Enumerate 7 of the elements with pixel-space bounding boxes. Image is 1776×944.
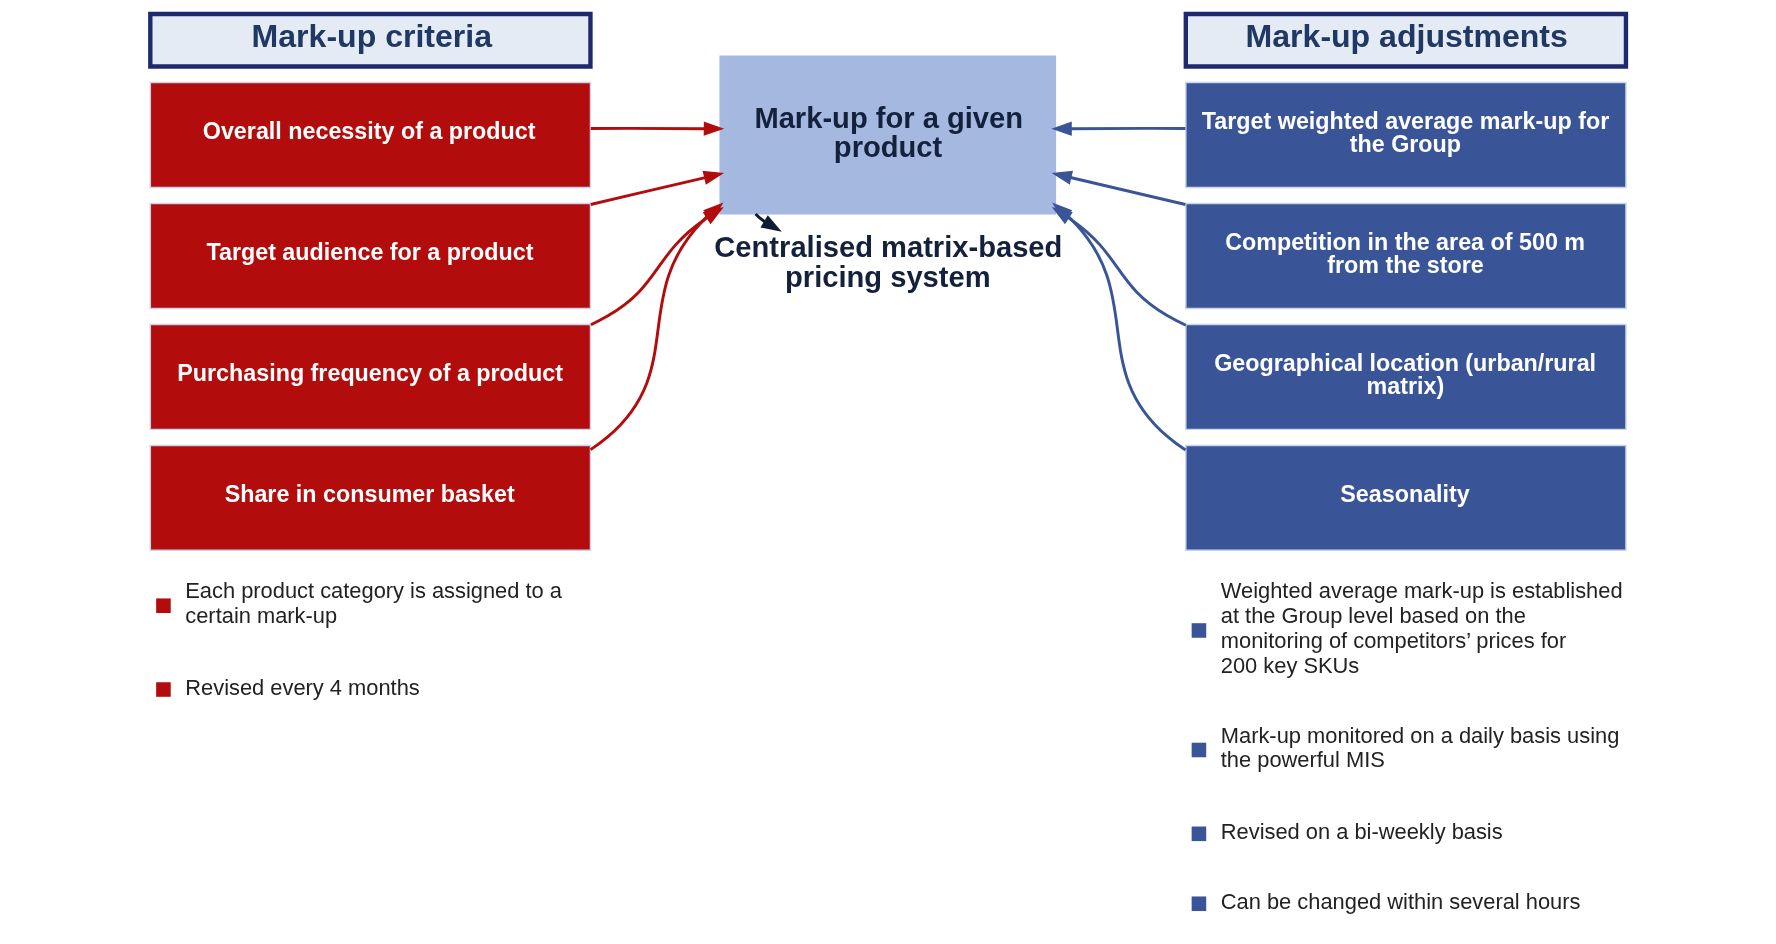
label: Revised on a bi-weekly basis	[1220, 818, 1503, 844]
label: Weighted average mark-up is established at the Group level based on the monitoring of competitors’ prices for 200 key SKUs	[1220, 578, 1623, 678]
label: Each product category is assigned to a certain mark-up	[184, 578, 562, 629]
label: Can be changed within several hours	[1220, 888, 1580, 914]
node-text: Centralised matrix-based pricing system	[713, 231, 1062, 293]
label: Mark-up monitored on a daily basis using the powerful MIS	[1220, 722, 1619, 773]
label: Revised every 4 months	[184, 674, 420, 700]
